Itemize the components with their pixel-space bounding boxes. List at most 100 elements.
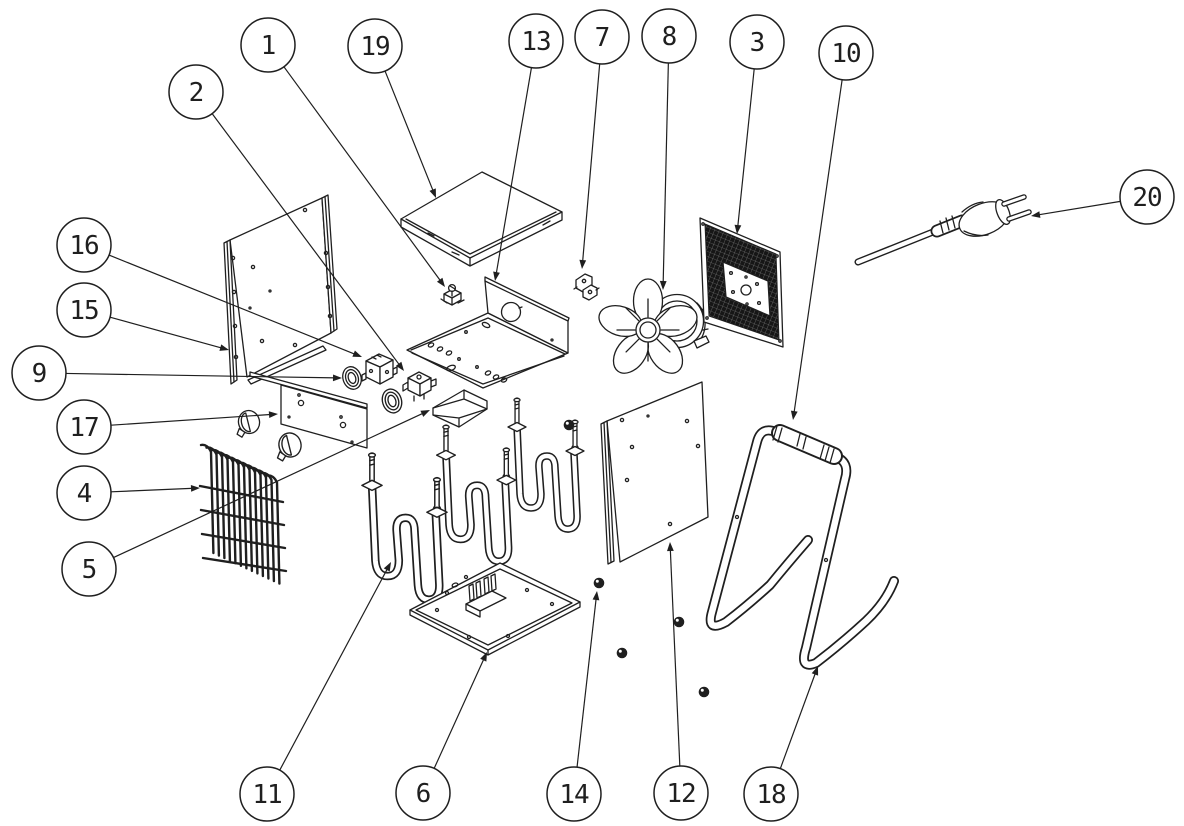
- callout-front-grille: 4: [56, 465, 200, 521]
- callout-balloon: [56, 399, 112, 455]
- part-power-cord: [854, 214, 969, 266]
- callout-number: 12: [666, 779, 695, 809]
- part-left-side-panel: [223, 194, 338, 385]
- leader-arrowhead: [383, 562, 391, 572]
- part-front-grille: [198, 443, 288, 585]
- leader-line: [779, 671, 817, 769]
- leader-arrowhead: [332, 374, 342, 382]
- part-inner-chassis: [406, 276, 570, 389]
- callout-balloon: [729, 14, 785, 70]
- leader-arrowhead: [811, 666, 819, 676]
- callout-number: 19: [360, 32, 389, 62]
- callout-number: 18: [756, 780, 785, 810]
- part-cable-clamp: [440, 283, 465, 306]
- leader-arrowhead: [666, 542, 674, 552]
- callout-thermostat: 16: [56, 217, 362, 357]
- callout-grommet: 9: [11, 345, 342, 401]
- callout-number: 13: [521, 27, 550, 57]
- leader-line: [283, 66, 442, 283]
- leader-arrowhead: [436, 277, 445, 287]
- part-air-deflector: [432, 389, 488, 428]
- part-fan-blade: [598, 278, 698, 374]
- callout-balloon: [395, 765, 451, 821]
- callout-air-deflector: 5: [61, 410, 430, 597]
- callout-number: 16: [69, 231, 98, 261]
- leader-arrowhead: [268, 411, 278, 418]
- leader-arrowhead: [219, 344, 229, 351]
- callout-number: 9: [32, 359, 47, 389]
- leader-line: [108, 254, 357, 356]
- leader-line: [211, 113, 401, 367]
- callout-balloon: [56, 217, 112, 273]
- callout-balloon: [546, 766, 602, 822]
- callout-balloon: [240, 17, 296, 73]
- leader-arrowhead: [734, 224, 742, 234]
- leader-arrowhead: [480, 652, 487, 662]
- part-thermostat: [361, 353, 398, 385]
- leader-arrowhead: [579, 259, 587, 269]
- part-terminal-block: [573, 273, 600, 301]
- callout-balloon: [743, 766, 799, 822]
- leader-arrowhead: [592, 591, 600, 601]
- callout-heating-element: 11: [239, 562, 391, 822]
- leader-line: [433, 657, 486, 769]
- callout-balloon: [56, 282, 112, 338]
- leader-line: [113, 411, 425, 559]
- callout-number: 20: [1132, 183, 1161, 213]
- callout-balloon: [818, 25, 874, 81]
- leader-arrowhead: [429, 188, 436, 198]
- callout-number: 3: [750, 28, 765, 58]
- leader-line: [576, 596, 597, 768]
- leader-line: [669, 547, 681, 767]
- leader-line: [110, 413, 273, 426]
- callout-number: 8: [662, 22, 677, 52]
- callout-number: 2: [189, 78, 204, 108]
- callout-number: 5: [82, 555, 97, 585]
- callout-rear-grille-panel: 3: [729, 14, 785, 234]
- callout-power-plug: 20: [1031, 169, 1175, 225]
- leader-arrowhead: [420, 410, 430, 417]
- leader-line: [109, 316, 224, 349]
- callout-balloon: [239, 766, 295, 822]
- part-right-side-panel: [600, 381, 709, 565]
- callout-balloon: [347, 18, 403, 74]
- callout-control-panel-bracket: 17: [56, 399, 278, 455]
- leader-arrowhead: [1031, 211, 1041, 218]
- callout-right-side-panel: 12: [653, 542, 709, 821]
- part-rear-grille-panel: [699, 217, 784, 348]
- leader-line: [279, 567, 389, 771]
- leader-line: [662, 62, 669, 285]
- part-base-tray: [409, 562, 581, 656]
- leader-arrowhead: [790, 410, 798, 420]
- leader-line: [793, 79, 843, 415]
- callout-cable-clamp: 1: [240, 17, 445, 287]
- part-control-panel-bracket: [249, 371, 368, 449]
- leader-line: [384, 70, 435, 193]
- callout-fan-assembly: 8: [641, 8, 697, 290]
- callout-base-tray: 6: [395, 652, 487, 821]
- callout-number: 11: [252, 780, 281, 810]
- leader-line: [581, 63, 601, 264]
- callout-balloon: [653, 765, 709, 821]
- part-top-cover: [400, 171, 563, 267]
- callout-rubber-foot: 14: [546, 591, 602, 822]
- callout-handle-grip: 10: [790, 25, 874, 420]
- callout-left-side-panel: 15: [56, 282, 229, 351]
- part-handle-grip: [771, 424, 843, 465]
- callout-balloon: [61, 541, 117, 597]
- leader-arrowhead: [659, 280, 667, 290]
- callout-number: 7: [595, 23, 610, 53]
- callout-balloon: [508, 13, 564, 69]
- callout-balloon: [56, 465, 112, 521]
- callout-balloon: [168, 64, 224, 120]
- callout-number: 15: [69, 296, 98, 326]
- callout-number: 10: [831, 39, 860, 69]
- callout-switch: 2: [168, 64, 404, 371]
- callout-number: 6: [416, 779, 431, 809]
- callout-number: 14: [559, 780, 589, 810]
- leader-line: [1036, 200, 1121, 216]
- leader-line: [110, 487, 195, 493]
- callout-inner-chassis: 13: [493, 13, 564, 281]
